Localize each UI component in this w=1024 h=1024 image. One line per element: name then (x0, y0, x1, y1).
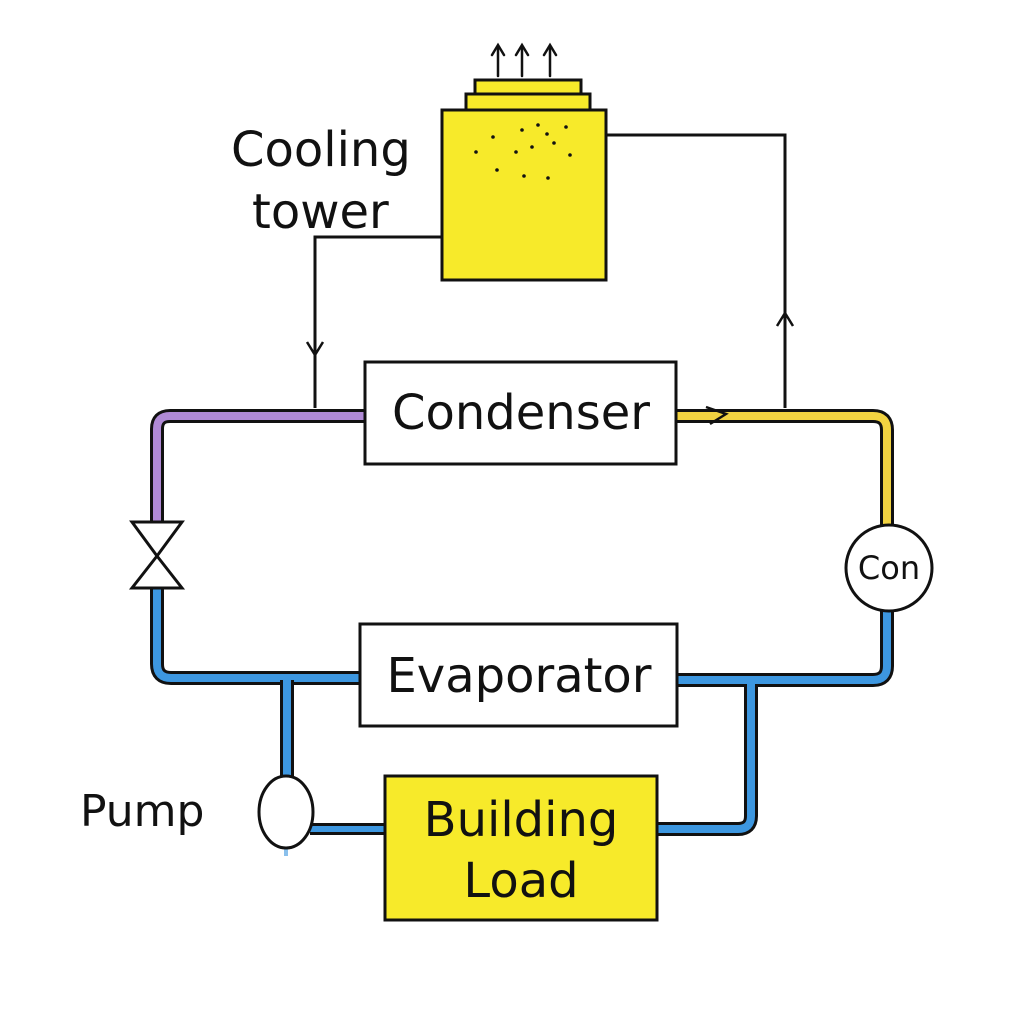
condenser-water-return-pipe (606, 133, 787, 408)
cooling-tower-label-line1: Cooling (231, 122, 411, 178)
building-load: Building Load (383, 774, 659, 922)
building-load-label-line2: Load (463, 853, 578, 909)
building-load-label-line1: Building (424, 792, 619, 848)
evaporator-label: Evaporator (386, 648, 651, 704)
condenser-label: Condenser (392, 385, 650, 441)
compressor: Con (844, 523, 934, 613)
liquid-refrigerant-pipe (150, 409, 375, 532)
condenser: Condenser (363, 360, 678, 466)
steam-arrows-icon (490, 42, 558, 78)
suction-pipe (669, 601, 894, 687)
cooling-tower (440, 78, 608, 282)
pump (257, 774, 315, 850)
hot-gas-pipe (669, 409, 894, 537)
pump-label: Pump (80, 786, 204, 837)
flow-arrow-icon (775, 310, 795, 327)
evaporator: Evaporator (358, 622, 679, 728)
expansion-valve-icon (128, 520, 186, 590)
cooling-tower-label-line2: tower (252, 184, 389, 240)
condenser-water-supply-pipe (313, 235, 442, 408)
water-droplets-icon (474, 123, 572, 180)
flow-arrow-icon (305, 341, 325, 358)
flow-arrow-icon (705, 405, 729, 426)
compressor-label: Con (858, 549, 920, 587)
low-pressure-liquid-pipe (150, 583, 369, 685)
